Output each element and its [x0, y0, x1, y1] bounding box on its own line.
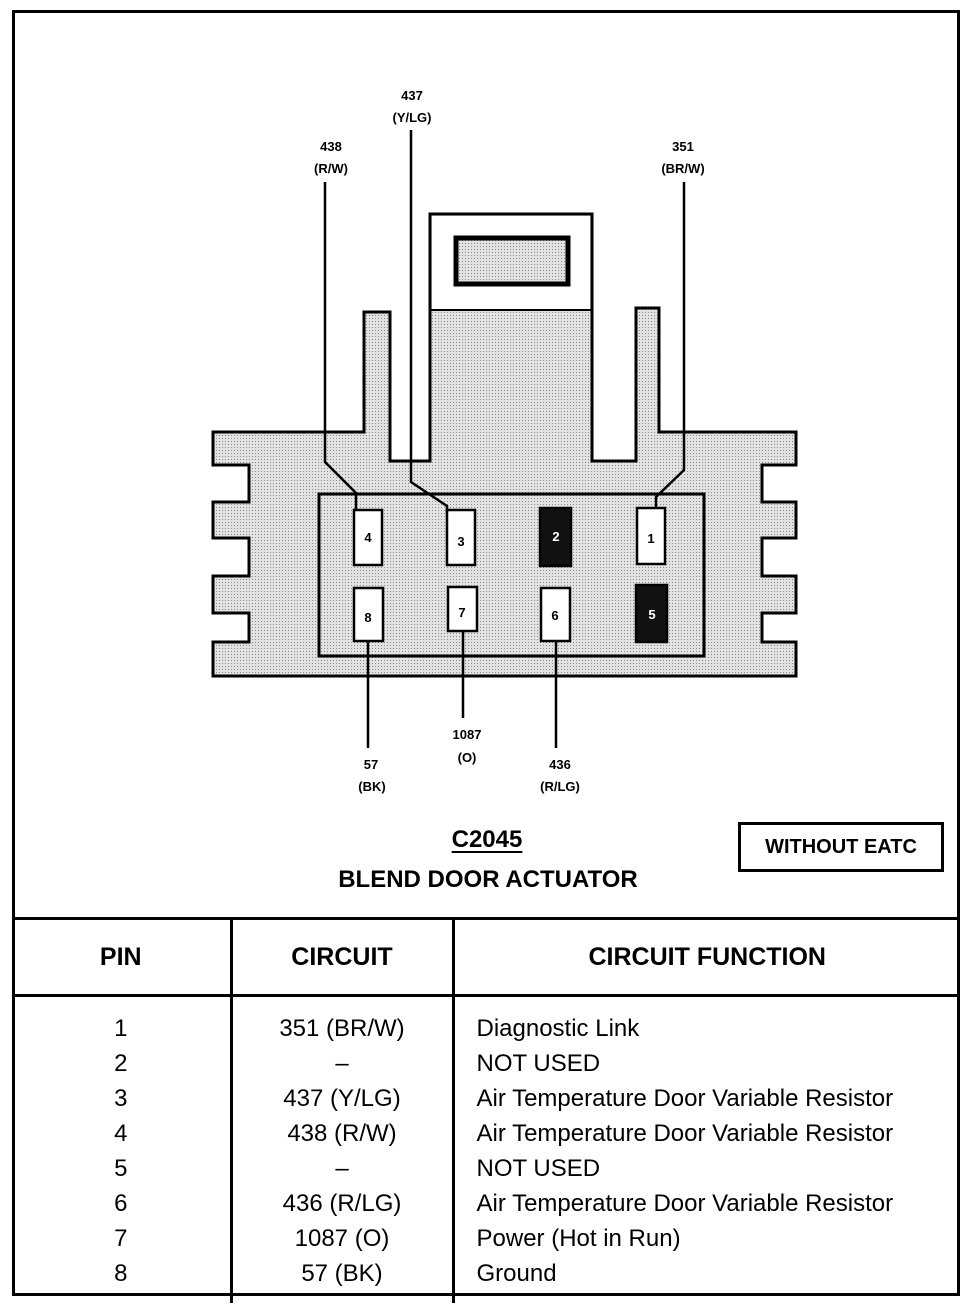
- circuit-cell: 436 (R/LG): [229, 1186, 453, 1221]
- cavity-block: [317, 492, 706, 658]
- table-row: 8 57 (BK) Ground: [12, 1256, 960, 1303]
- cavity-1-label: 1: [647, 531, 654, 546]
- function-cell: Air Temperature Door Variable Resistor: [451, 1186, 960, 1221]
- pin-table: PIN CIRCUIT CIRCUIT FUNCTION 1 351 (BR/W…: [12, 917, 960, 1303]
- connector-id: C2045: [451, 826, 523, 853]
- wire-57-color: (BK): [358, 779, 385, 794]
- cavity-6-label: 6: [551, 608, 558, 623]
- cavity-4-label: 4: [364, 530, 372, 545]
- wire-351-number: 351: [672, 139, 694, 154]
- cavity-1: [635, 506, 667, 566]
- connector-name: BLEND DOOR ACTUATOR: [338, 866, 638, 893]
- cavity-5-label: 5: [648, 607, 655, 622]
- pin-cell: 8: [114, 1259, 128, 1287]
- wire-438-color: (R/W): [314, 161, 348, 176]
- circuit-cell: 1087 (O): [229, 1221, 453, 1256]
- connector-diagram: 4 3 2 1 8 7 6 5 438 (R/W) 437 (Y/LG) 351…: [211, 88, 798, 794]
- wire-437-color: (Y/LG): [393, 110, 432, 125]
- table-row: 3 437 (Y/LG) Air Temperature Door Variab…: [12, 1081, 960, 1116]
- function-cell: NOT USED: [451, 1151, 960, 1186]
- circuit-cell: 351 (BR/W): [229, 995, 453, 1046]
- wire-1087-color: (O): [458, 750, 477, 765]
- cavity-2: [538, 506, 573, 568]
- lock-tab-window: [453, 235, 571, 287]
- circuit-cell: 437 (Y/LG): [229, 1081, 453, 1116]
- function-cell: Power (Hot in Run): [451, 1221, 960, 1256]
- wire-351-color: (BR/W): [661, 161, 704, 176]
- wire-437-number: 437: [401, 88, 423, 103]
- cavity-8: [352, 586, 385, 643]
- cavity-5: [634, 583, 669, 644]
- variant-badge: WITHOUT EATC: [738, 822, 944, 872]
- wire-1087-number: 1087: [453, 727, 482, 742]
- wire-436-color: (R/LG): [540, 779, 580, 794]
- function-cell: Air Temperature Door Variable Resistor: [451, 1116, 960, 1151]
- cavity-3-label: 3: [457, 534, 464, 549]
- cavity-8-label: 8: [364, 610, 371, 625]
- wire-438-number: 438: [320, 139, 342, 154]
- table-row: 2 – NOT USED: [12, 1046, 960, 1081]
- wire-438-lead: [323, 182, 358, 512]
- table-row: 6 436 (R/LG) Air Temperature Door Variab…: [12, 1186, 960, 1221]
- function-cell: Air Temperature Door Variable Resistor: [451, 1081, 960, 1116]
- table-header-row: PIN CIRCUIT CIRCUIT FUNCTION: [12, 917, 960, 997]
- wire-351-lead: [654, 182, 686, 512]
- table-row: 5 – NOT USED: [12, 1151, 960, 1186]
- function-cell: Diagnostic Link: [451, 995, 960, 1046]
- table-row: 4 438 (R/W) Air Temperature Door Variabl…: [12, 1116, 960, 1151]
- table-row: 1 351 (BR/W) Diagnostic Link: [12, 995, 960, 1046]
- pin-cell: 7: [114, 1224, 128, 1252]
- cavity-7: [446, 585, 479, 633]
- header-function: CIRCUIT FUNCTION: [451, 917, 960, 997]
- header-pin: PIN: [12, 917, 231, 997]
- cavity-3: [445, 508, 477, 567]
- pin-cell: 3: [114, 1084, 128, 1112]
- wire-57-number: 57: [364, 757, 378, 772]
- pin-cell: 1: [114, 1014, 128, 1042]
- function-cell: NOT USED: [451, 1046, 960, 1081]
- table-row: 7 1087 (O) Power (Hot in Run): [12, 1221, 960, 1256]
- cavity-4: [352, 508, 384, 567]
- cavity-2-label: 2: [552, 529, 559, 544]
- cavity-6: [539, 586, 572, 643]
- pin-cell: 2: [114, 1049, 128, 1077]
- wire-436-number: 436: [549, 757, 571, 772]
- circuit-cell: 57 (BK): [229, 1256, 453, 1303]
- cavity-7-label: 7: [458, 605, 465, 620]
- pin-cell: 5: [114, 1154, 128, 1182]
- circuit-cell: –: [229, 1151, 453, 1186]
- header-circuit: CIRCUIT: [229, 917, 453, 997]
- circuit-cell: –: [229, 1046, 453, 1081]
- pin-cell: 4: [114, 1119, 128, 1147]
- pin-cell: 6: [114, 1189, 128, 1217]
- function-cell: Ground: [451, 1256, 960, 1303]
- circuit-cell: 438 (R/W): [229, 1116, 453, 1151]
